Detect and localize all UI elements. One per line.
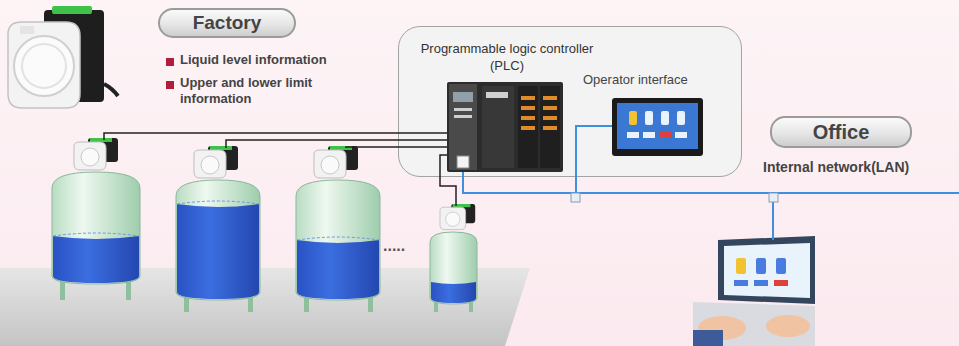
ellipsis-mark: ..... [383,236,405,256]
device-label: Operator interface [583,72,688,88]
bullet-text: Liquid level information [180,52,370,68]
network-label: Internal network(LAN) [763,158,909,176]
plc-group: Programmable logic controller (PLC) [398,26,742,177]
location-name: Factory [193,12,262,34]
bullet-text: Upper and lower limit information [180,75,355,107]
group-heading: Programmable logic controller (PLC) [407,40,607,74]
location-name: Office [813,121,870,144]
location-pill: Factory [158,8,296,38]
location-pill: Office [770,116,912,148]
